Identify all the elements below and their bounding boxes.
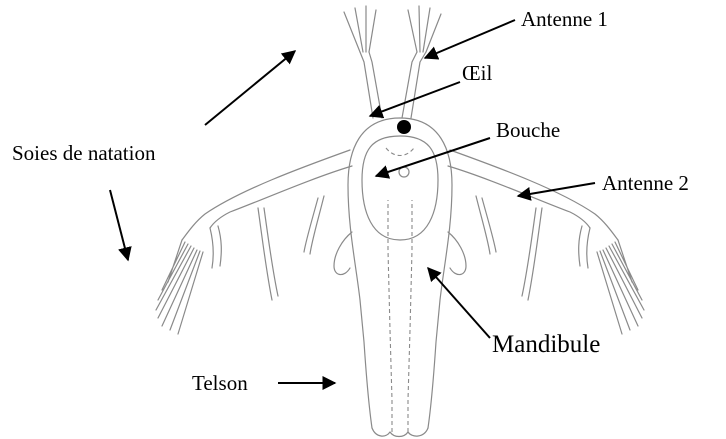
arrow-antenne-1 [425, 20, 515, 58]
label-mandibule: Mandibule [492, 332, 600, 357]
label-soies-de-natation: Soies de natation [12, 143, 155, 164]
label-bouche: Bouche [496, 120, 560, 141]
arrow-soies-down [110, 190, 128, 260]
labrum-shape [362, 136, 438, 240]
label-antenne-1: Antenne 1 [521, 9, 608, 30]
antenne-1-shape [344, 6, 441, 118]
arrow-bouche [376, 138, 490, 176]
label-telson: Telson [192, 373, 248, 394]
eye-dot [397, 120, 411, 134]
arrow-antenne-2 [518, 183, 595, 196]
label-oeil: Œil [462, 63, 492, 84]
label-antenne-2: Antenne 2 [602, 173, 689, 194]
arrow-soies-up [205, 51, 295, 125]
arrow-oeil [370, 82, 460, 116]
label-arrows [110, 20, 595, 383]
antenne-2-left-shape [156, 150, 352, 334]
